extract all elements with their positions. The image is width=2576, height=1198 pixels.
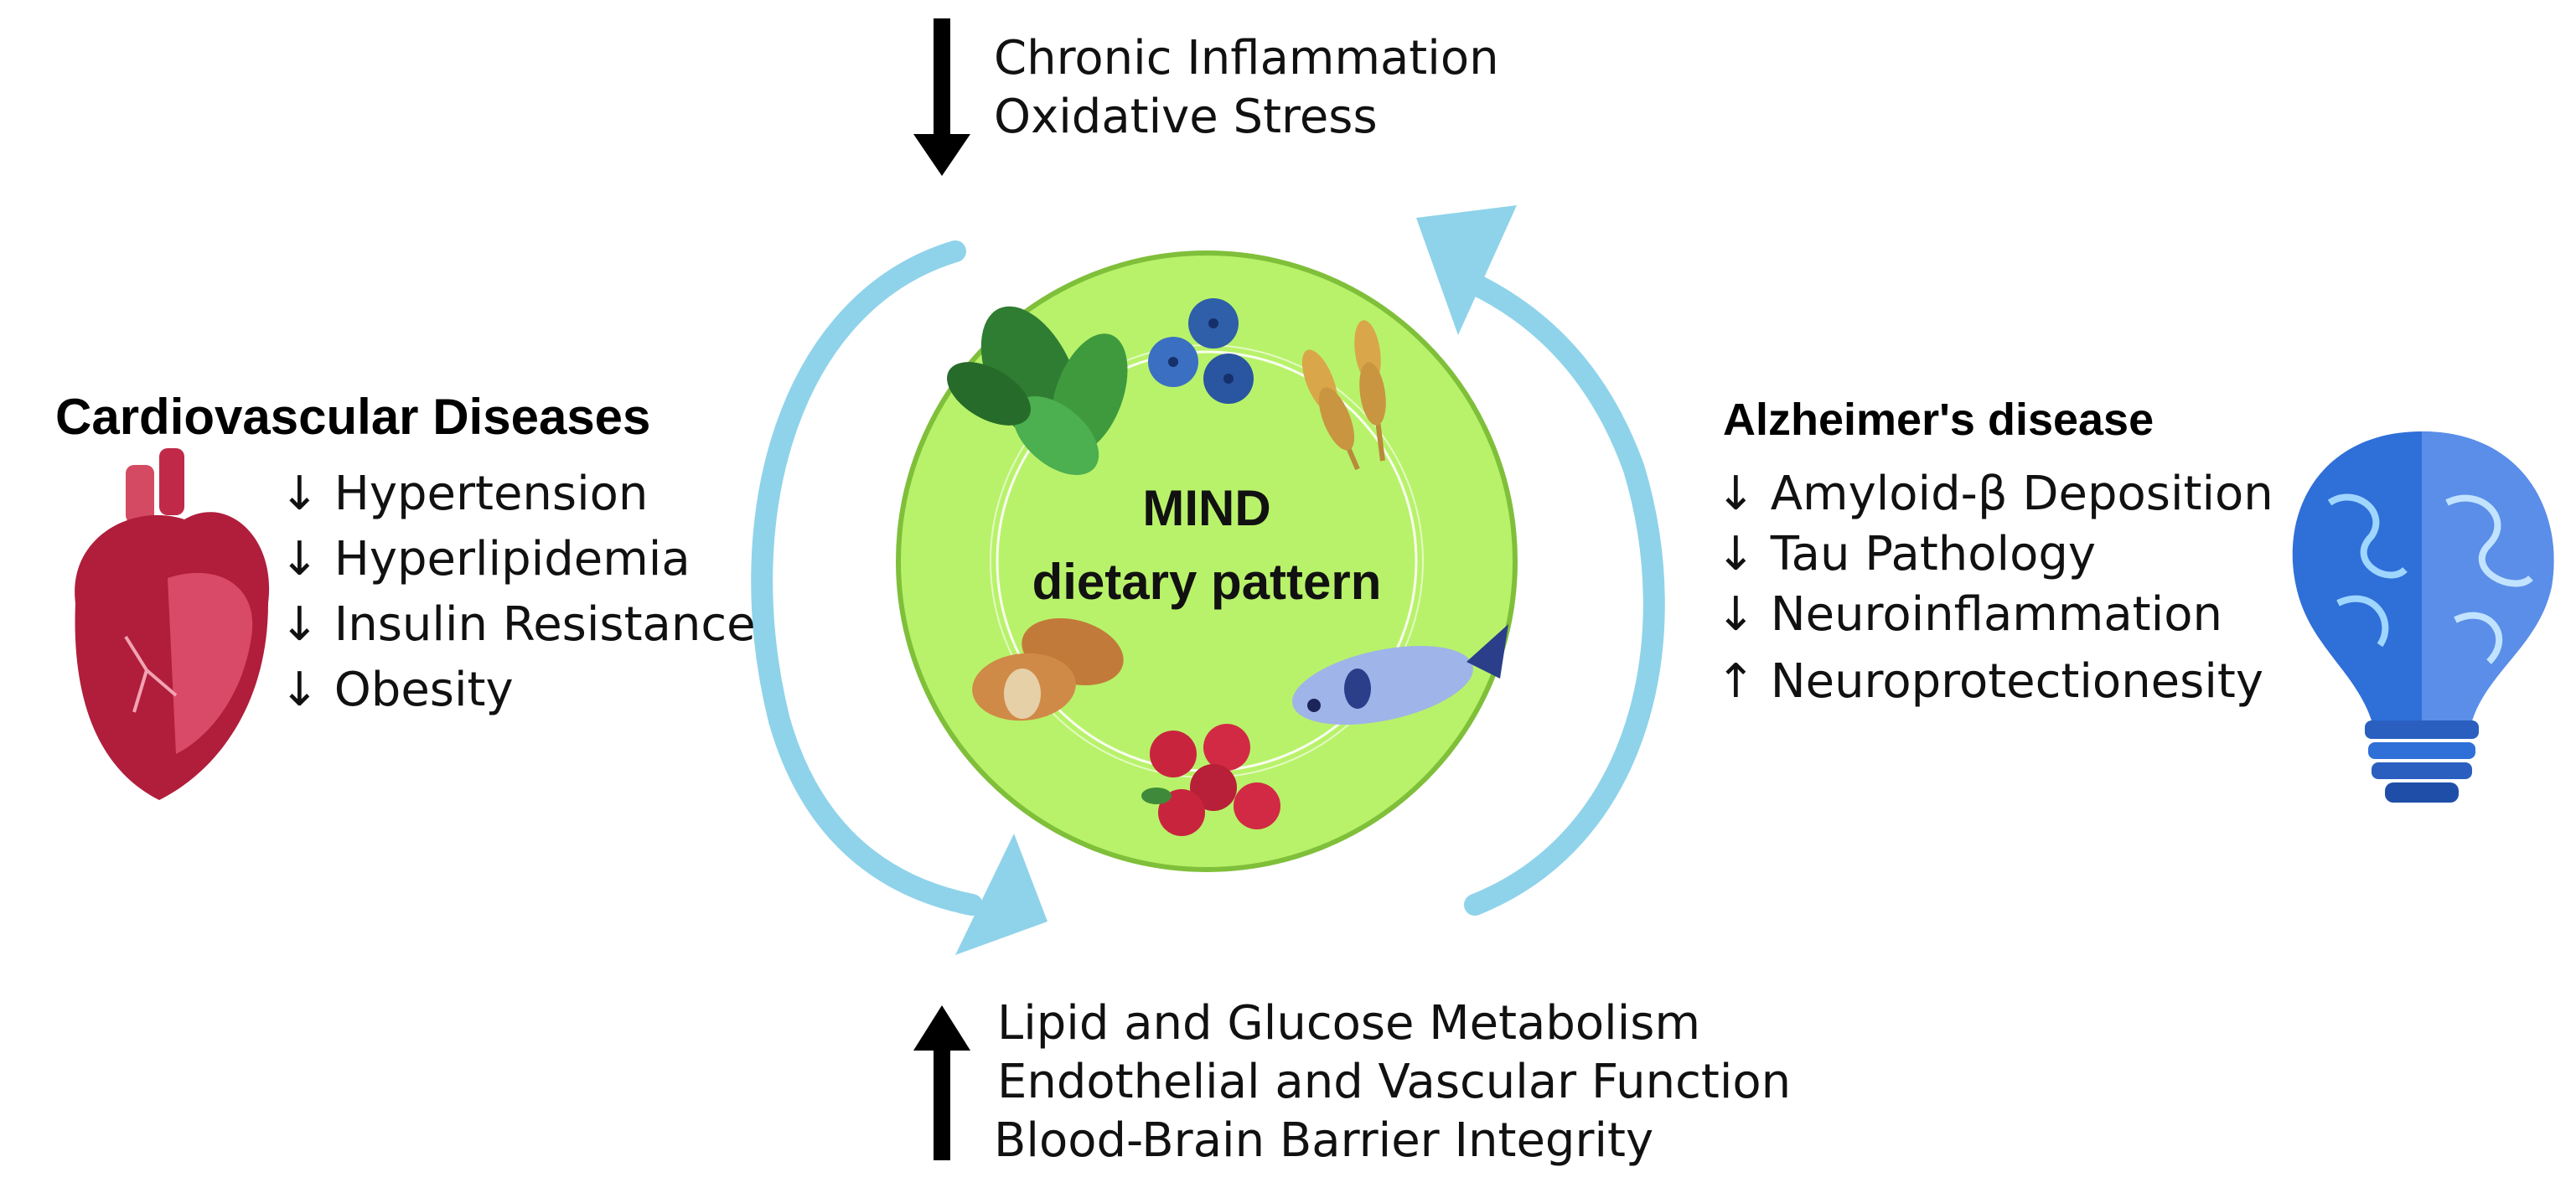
alzheimers-title: Alzheimer's disease [1723, 395, 2154, 445]
alzheimers-item-2: ↓ Tau Pathology [1716, 527, 2097, 581]
bottom-effect-2: Endothelial and Vascular Function [997, 1055, 1792, 1109]
fish-icon [1292, 624, 1508, 726]
bottom-effect-3: Blood-Brain Barrier Integrity [994, 1113, 1654, 1168]
bottom-effect-1: Lipid and Glucose Metabolism [997, 996, 1700, 1051]
cardiovascular-item-4: ↓ Obesity [280, 663, 514, 717]
alzheimers-item-3: ↓ Neuroinflammation [1716, 587, 2222, 642]
raspberries-icon [1141, 724, 1280, 836]
heart-icon [75, 448, 270, 800]
left-cycle-arrow-icon [751, 240, 1047, 955]
up-arrow-icon [913, 1005, 970, 1160]
alzheimers-item-1: ↓ Amyloid-β Deposition [1716, 467, 2273, 521]
brain-lightbulb-icon [2292, 431, 2554, 803]
plate-title-line1: MIND [1142, 480, 1271, 536]
plate-title-line2: dietary pattern [1032, 554, 1382, 610]
wheat-icon [1301, 320, 1386, 471]
top-effect-2: Oxidative Stress [994, 90, 1378, 144]
right-cycle-arrow-icon [1416, 205, 1665, 916]
cardiovascular-item-1: ↓ Hypertension [280, 467, 649, 521]
top-effect-1: Chronic Inflammation [994, 31, 1499, 85]
leafy-greens-icon [947, 306, 1128, 475]
almonds-icon [972, 617, 1124, 721]
down-arrow-icon [913, 18, 970, 176]
cardiovascular-item-2: ↓ Hyperlipidemia [280, 532, 691, 586]
cardiovascular-title: Cardiovascular Diseases [55, 389, 651, 445]
blueberries-icon [1148, 298, 1254, 404]
alzheimers-item-4: ↑ Neuroprotectionesity [1716, 654, 2263, 709]
cardiovascular-item-3: ↓ Insulin Resistance [280, 597, 756, 652]
